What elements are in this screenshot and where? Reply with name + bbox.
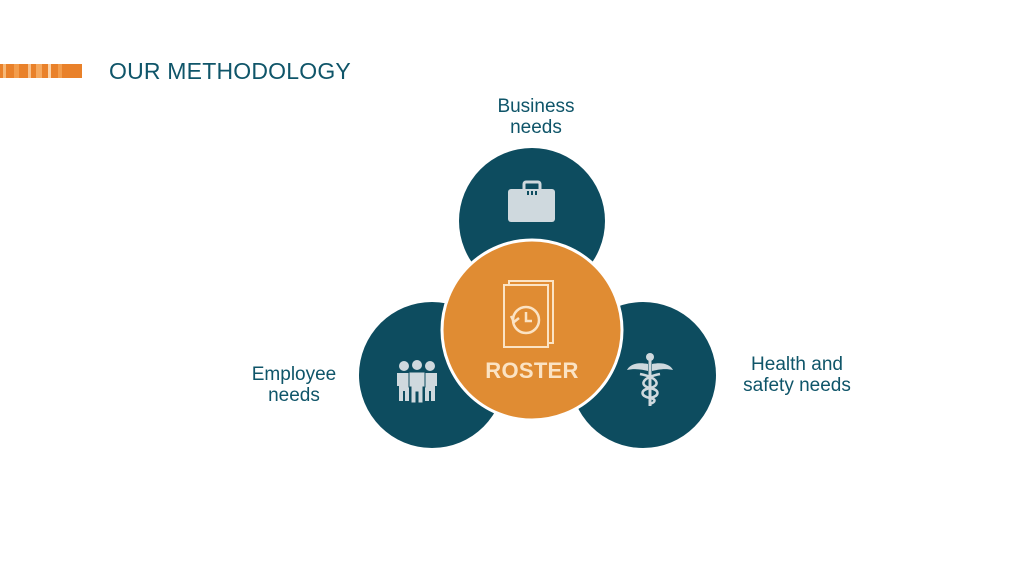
employee-needs-label: Employee needs (251, 364, 337, 406)
people-group-icon (397, 360, 437, 404)
business-needs-label: Business needs (497, 96, 575, 138)
roster-clock-icon (503, 280, 554, 348)
briefcase-icon (508, 180, 555, 222)
caduceus-icon (627, 353, 673, 406)
roster-label: ROSTER (485, 358, 579, 383)
page-title: OUR METHODOLOGY (109, 58, 351, 84)
health-safety-needs-label: Health and safety needs (743, 354, 851, 396)
accent-bar (0, 64, 82, 78)
